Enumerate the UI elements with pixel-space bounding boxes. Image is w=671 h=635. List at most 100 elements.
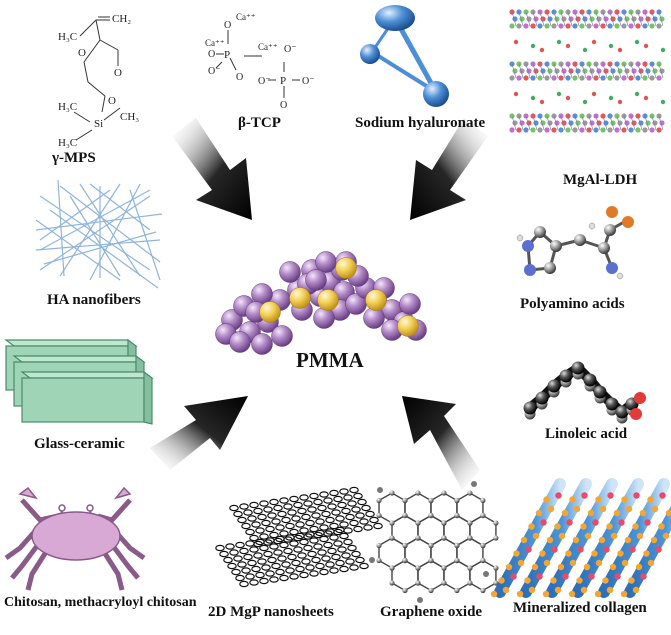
- oxygen-label: O: [108, 95, 116, 107]
- mineral-crystal: [562, 573, 569, 580]
- mgp-ring: [323, 497, 333, 504]
- carbon-node: [454, 512, 460, 519]
- mgp-ring: [355, 512, 365, 519]
- mgp-ring: [259, 500, 269, 507]
- h3c-label: H₃C: [58, 137, 77, 149]
- mineral-crystal: [625, 505, 633, 513]
- mgp-ring: [239, 580, 249, 588]
- mgp-ring: [297, 507, 307, 515]
- mgp-ring: [223, 556, 233, 564]
- ch2-label: CH₂: [112, 13, 131, 25]
- carbon-node: [454, 497, 460, 504]
- mineral-crystal: [490, 590, 498, 598]
- mineral-crystal: [603, 546, 610, 553]
- mineral-crystal: [510, 573, 517, 580]
- mgp-ring: [333, 540, 343, 547]
- mineral-crystal: [566, 519, 573, 526]
- ldh-atom: [516, 75, 522, 81]
- ldh-bond: [553, 63, 559, 79]
- mgp-ring: [249, 546, 259, 553]
- ldh-atom: [572, 75, 578, 81]
- mgp-ring: [339, 488, 349, 495]
- arrow-from-graphene-oxide: [402, 396, 480, 490]
- mgp-ring: [355, 556, 365, 564]
- mgp-ring: [215, 544, 225, 552]
- ldh-bond: [595, 115, 601, 131]
- mineral-crystal: [629, 546, 636, 553]
- mineral-crystal: [643, 550, 650, 557]
- collagen-fibril: [516, 478, 592, 598]
- mgp-ring: [251, 565, 261, 573]
- mgp-ring: [275, 568, 285, 576]
- ldh-bond: [518, 115, 524, 131]
- mgp-ring: [253, 507, 263, 515]
- mgp-ring: [245, 528, 255, 536]
- mineral-crystal: [502, 586, 510, 594]
- ldh-interlayer-ion: [530, 95, 536, 101]
- mgp-ring: [233, 555, 243, 562]
- carbon-node: [454, 557, 460, 564]
- ldh-atom: [565, 23, 571, 29]
- ldh-atom: [565, 127, 571, 133]
- pmma-sphere: [313, 307, 335, 329]
- carbon-node: [467, 580, 473, 586]
- crab-chitosan-icon: [4, 486, 146, 591]
- mgp-ring: [373, 522, 383, 530]
- mgp-ring: [315, 562, 325, 570]
- ldh-bond: [616, 115, 622, 131]
- mgp-ring: [229, 504, 239, 512]
- mineral-crystal: [520, 536, 528, 544]
- fiber-strand: [129, 189, 161, 281]
- oxygen-minus-label: O⁻: [302, 76, 315, 87]
- mineral-crystal: [595, 496, 602, 503]
- mgp-ring: [309, 537, 319, 544]
- ldh-interlayer-ion: [565, 43, 571, 49]
- ldh-atom: [523, 23, 529, 29]
- mineral-crystal: [633, 492, 640, 499]
- mgp-ring: [247, 559, 257, 567]
- ldh-bond: [532, 63, 538, 79]
- mineral-crystal: [655, 546, 662, 553]
- carbon-node: [428, 497, 434, 504]
- ldh-bond: [511, 63, 517, 79]
- ldh-bond: [546, 63, 552, 79]
- mgp-ring: [363, 524, 373, 531]
- mgp-ring: [279, 530, 289, 537]
- mgp-ring: [357, 498, 367, 506]
- ldh-atom: [642, 75, 648, 81]
- mineral-crystal: [528, 523, 535, 530]
- mgp-ring: [249, 501, 259, 509]
- pmma-sphere-yellow: [259, 301, 281, 323]
- ldh-atom: [600, 23, 606, 29]
- mgp-ring: [299, 571, 309, 579]
- fibril-body: [520, 478, 592, 598]
- fiber-strand: [39, 189, 111, 241]
- fibril-body: [624, 505, 671, 598]
- ldh-interlayer-ion: [617, 99, 623, 105]
- mgp-ring: [311, 512, 321, 519]
- oxygen-atom: [634, 392, 646, 404]
- ldh-bond: [532, 115, 538, 131]
- ldh-atom: [551, 75, 557, 81]
- mgp-ring: [247, 515, 257, 522]
- carbon-node: [441, 535, 447, 541]
- ldh-atom: [509, 127, 515, 133]
- polyamino-atoms: [516, 206, 634, 280]
- mgp-ring: [337, 501, 347, 509]
- mineral-crystal: [542, 590, 550, 598]
- mineral-crystal: [628, 577, 635, 584]
- ldh-bond: [525, 115, 531, 131]
- mineral-crystal: [569, 496, 576, 503]
- fiber-strand: [39, 195, 151, 271]
- mgp-ring: [361, 504, 371, 512]
- mgp-ring: [299, 538, 309, 546]
- ch3-label: CH₃: [120, 111, 139, 123]
- mineral-crystal: [517, 559, 525, 567]
- ldh-atom: [579, 75, 585, 81]
- fibril-body: [546, 478, 618, 598]
- carbon-atom: [571, 361, 585, 375]
- pmma-sphere-yellow: [289, 287, 311, 309]
- ldh-atom: [516, 23, 522, 29]
- mgp-ring: [301, 513, 311, 521]
